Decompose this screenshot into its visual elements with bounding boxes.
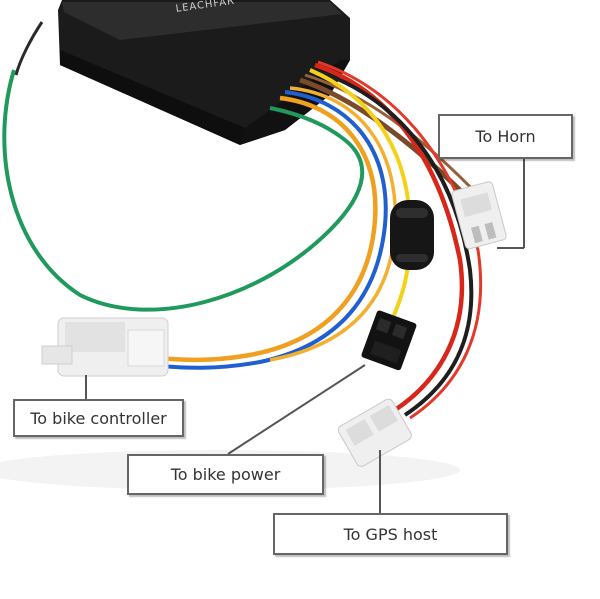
- label-to-gps-host: To GPS host: [273, 513, 508, 555]
- bike-controller-connector: [41, 317, 169, 377]
- bike-power-connector: [361, 310, 417, 371]
- label-to-horn-text: To Horn: [475, 127, 536, 146]
- green-wire: [2, 69, 365, 312]
- red-wire-2: [317, 60, 483, 420]
- ferrite-core: [390, 200, 434, 270]
- black-wire: [14, 21, 44, 76]
- blue-wire: [159, 90, 388, 370]
- orange-wire: [159, 95, 378, 363]
- label-to-bike-controller-text: To bike controller: [30, 408, 167, 428]
- label-to-bike-power: To bike power: [127, 454, 324, 495]
- tracker-box: [58, 0, 350, 145]
- horn-connector: [451, 181, 507, 250]
- gps-host-connector: [337, 398, 412, 467]
- label-to-bike-controller: To bike controller: [13, 399, 184, 437]
- black-wire-2: [319, 70, 474, 417]
- label-to-gps-host-text: To GPS host: [343, 524, 438, 544]
- label-to-horn: To Horn: [438, 114, 573, 159]
- label-to-bike-power-text: To bike power: [170, 465, 281, 484]
- power-leader-line: [227, 364, 366, 455]
